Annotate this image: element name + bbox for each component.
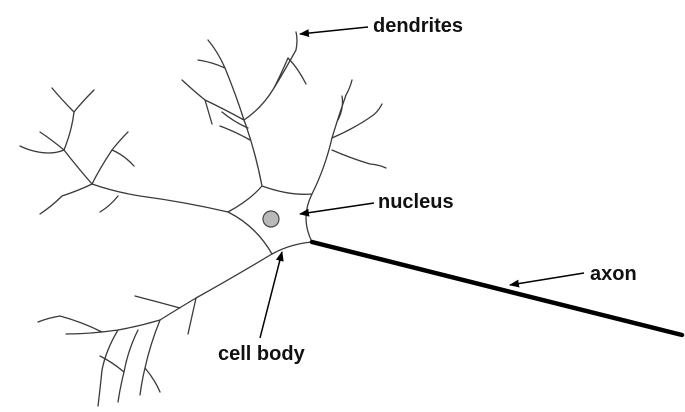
nucleus-label: nucleus bbox=[378, 191, 454, 213]
axon-line bbox=[312, 242, 682, 335]
dendrites-arrow bbox=[300, 27, 368, 34]
dendrite-upper-right bbox=[312, 80, 386, 194]
cell-body-label: cell body bbox=[218, 343, 306, 365]
nucleus-arrow bbox=[300, 203, 374, 214]
axon-label: axon bbox=[590, 263, 637, 285]
dendrite-lower-left bbox=[38, 254, 272, 406]
dendrites-label: dendrites bbox=[373, 15, 463, 37]
axon-arrow bbox=[510, 273, 584, 285]
cell-body-arrow bbox=[260, 252, 282, 338]
dendrite-upper bbox=[182, 32, 306, 186]
dendrite-left bbox=[20, 88, 228, 214]
nucleus-circle bbox=[263, 211, 279, 227]
